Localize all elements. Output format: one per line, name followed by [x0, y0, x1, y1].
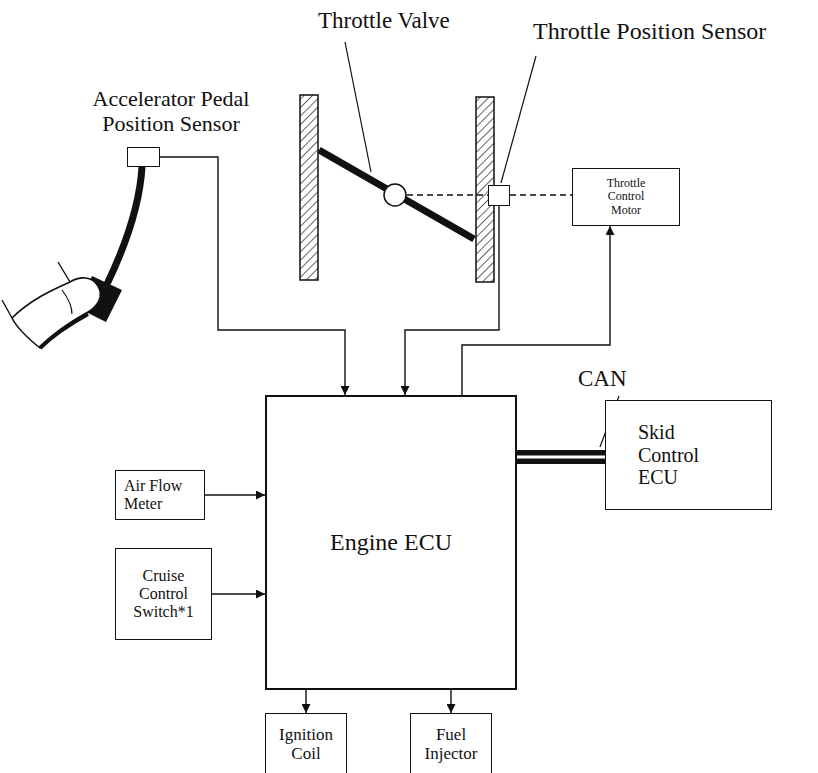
signal-wire [205, 494, 265, 495]
sensor-box: Accelerator Pedal Position Sensor [127, 147, 160, 167]
signal-wire [212, 593, 265, 594]
part-label: Throttle Valve [318, 8, 450, 34]
shaft-link [510, 194, 572, 195]
signal-wire [305, 690, 306, 713]
signal-line [405, 206, 499, 395]
box-label: Ignition Coil [274, 725, 338, 763]
signal-line [205, 495, 265, 496]
box-label: Engine ECU [330, 529, 452, 556]
signal-line [160, 157, 345, 395]
shaft-link [407, 194, 488, 195]
bus-label: CAN [576, 366, 629, 391]
box-label: Fuel Injector [419, 725, 483, 763]
part-label: Throttle Position Sensor [533, 18, 803, 46]
box-label: Cruise Control Switch*1 [128, 567, 200, 621]
sensor-box: Air Flow Meter [115, 470, 205, 520]
motor-box: Throttle Control Motor [572, 168, 680, 226]
shoe-sole [40, 314, 88, 348]
bus-cable [517, 450, 605, 464]
signal-line [306, 690, 307, 713]
ecu-box: Skid Control ECU [605, 400, 772, 510]
pedal-arm [108, 167, 142, 282]
driver-shoe [12, 278, 100, 348]
actuator-box: Ignition Coil [265, 713, 347, 773]
switch-box: Cruise Control Switch*1 [115, 548, 212, 640]
bus-gap [517, 456, 605, 459]
leader-line [501, 56, 536, 183]
box-label: Air Flow Meter [124, 477, 194, 513]
signal-line [212, 594, 265, 595]
box-label: Skid Control ECU [638, 421, 718, 488]
signal-wire [405, 206, 499, 395]
signal-wire [160, 157, 345, 395]
valve-shaft [384, 184, 406, 206]
bus-line [517, 457, 605, 458]
part-label: Accelerator Pedal Position Sensor [76, 86, 266, 137]
actuator-box: Fuel Injector [410, 713, 492, 773]
throttle-wall [300, 95, 318, 280]
leg-line [58, 262, 70, 282]
leader-line [345, 42, 371, 172]
shoe-detail [62, 290, 72, 314]
sensor-box: Throttle Position Sensor [488, 185, 510, 206]
ecu-box: Engine ECU [265, 395, 517, 690]
box-label: Throttle Control Motor [600, 177, 652, 217]
signal-line [451, 690, 452, 713]
signal-wire [450, 690, 451, 713]
leg-line [2, 300, 12, 318]
